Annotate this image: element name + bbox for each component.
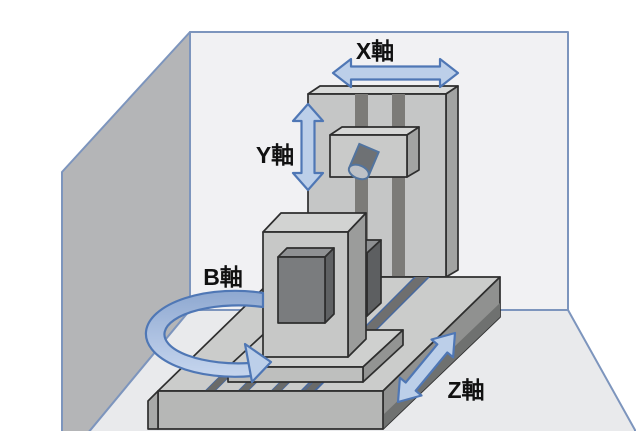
axis-arrows (291, 57, 460, 404)
side-box-right-face (366, 239, 382, 317)
column-rail-right (392, 94, 405, 277)
b-axis-label: B軸 (203, 264, 243, 290)
x-axis-label: X軸 (356, 38, 394, 64)
z-axis-label: Z軸 (447, 377, 484, 403)
bed-front-face (157, 390, 384, 430)
b-axis-arrowhead (243, 342, 273, 384)
y-axis-label: Y軸 (256, 142, 294, 168)
block-right-face (347, 212, 367, 358)
x-axis-arrow (331, 57, 460, 89)
y-axis-arrow (291, 102, 325, 192)
column-top-face (307, 85, 459, 95)
spindle-head-top-face (329, 126, 420, 136)
block-inset-right-face (324, 247, 335, 324)
spindle-cylinder-end-cap (347, 163, 370, 181)
block-inset-front-face (277, 256, 326, 324)
spindle-head (329, 126, 420, 181)
spindle-cylinder (347, 142, 380, 181)
column-right-face (445, 85, 459, 278)
z-axis-arrow (396, 331, 457, 404)
spindle-head-right-face (406, 126, 420, 178)
bed-left-face (147, 390, 159, 430)
b-axis-rotation-arrow (144, 289, 273, 384)
workpiece-block (262, 212, 367, 358)
axis-labels: X軸 Y軸 B軸 Z軸 (203, 38, 484, 403)
